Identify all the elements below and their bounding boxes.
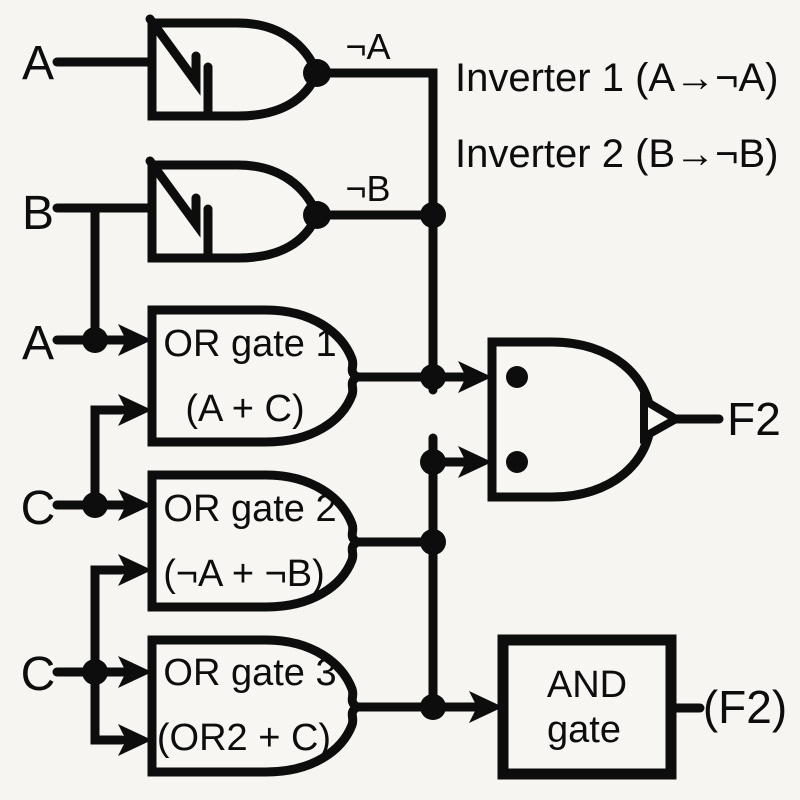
or-gate-1-body bbox=[147, 305, 366, 447]
wire-nota-bus bbox=[312, 68, 438, 395]
junction-or2-out bbox=[420, 529, 446, 555]
arrow-or2-lower bbox=[118, 554, 152, 586]
arrowheads bbox=[118, 324, 503, 756]
junction-c1 bbox=[82, 492, 108, 518]
and-box-line2: gate bbox=[547, 709, 621, 751]
wire-c1-to-or1 bbox=[90, 405, 127, 510]
or-gate-3-title: OR gate 3 bbox=[163, 652, 336, 694]
junction-or3-out bbox=[420, 694, 446, 720]
inverter-1-diagonal bbox=[145, 14, 201, 96]
big-and-input-dot-2 bbox=[506, 451, 528, 473]
input-label-a2: A bbox=[22, 317, 54, 370]
or-gate-1-expr: (A + C) bbox=[185, 388, 304, 430]
arrow-c2-or3 bbox=[118, 656, 152, 688]
and-box-gate: AND gate bbox=[497, 634, 677, 780]
label-not-a: ¬A bbox=[345, 26, 390, 67]
or-gate-3: OR gate 3 (OR2 + C) bbox=[147, 635, 366, 777]
arrow-bigand-in1 bbox=[458, 361, 492, 393]
or-gate-2: OR gate 2 (¬A + ¬B) bbox=[147, 470, 366, 612]
wires bbox=[52, 57, 724, 745]
arrow-c1-or2 bbox=[118, 489, 152, 521]
output-label-f2: F2 bbox=[727, 393, 781, 445]
inverter-2-gate bbox=[145, 156, 331, 263]
or-gate-1: OR gate 1 (A + C) bbox=[147, 305, 366, 447]
junction-c2 bbox=[82, 659, 108, 685]
junction-dots bbox=[82, 202, 446, 720]
arrow-c-or1 bbox=[118, 394, 152, 426]
junction-or1-out bbox=[420, 364, 446, 390]
big-and-input-dot-1 bbox=[506, 366, 528, 388]
inverter-2-body bbox=[147, 160, 322, 263]
big-and-gate bbox=[487, 337, 684, 502]
inverter-1-body bbox=[147, 18, 322, 121]
input-label-c1: C bbox=[21, 482, 56, 535]
junction-a2 bbox=[82, 327, 108, 353]
arrow-bigand-in2 bbox=[458, 446, 492, 478]
or-gate-1-title: OR gate 1 bbox=[163, 323, 336, 365]
labels: A B A C C ¬A ¬B Inverter 1 (A→¬A) Invert… bbox=[21, 26, 788, 733]
or-gate-3-body bbox=[147, 635, 366, 777]
annotation-inverter-1: Inverter 1 (A→¬A) bbox=[455, 56, 778, 100]
annotation-inverter-2: Inverter 2 (B→¬B) bbox=[455, 132, 778, 176]
big-and-output-beak bbox=[640, 392, 684, 444]
junction-notb bbox=[420, 202, 446, 228]
or-gate-3-expr: (OR2 + C) bbox=[157, 717, 331, 759]
wire-c2-to-or3 bbox=[90, 667, 127, 745]
or-gate-2-expr: (¬A + ¬B) bbox=[163, 553, 325, 595]
junction-bigand-in2 bbox=[420, 449, 446, 475]
inverter-2-output-dot bbox=[303, 201, 331, 229]
arrow-a2-or1 bbox=[118, 324, 152, 356]
input-label-c2: C bbox=[21, 648, 56, 701]
inverter-1-output-dot bbox=[303, 59, 331, 87]
big-and-gate-body bbox=[487, 337, 656, 502]
output-label-f2-paren: (F2) bbox=[703, 681, 787, 733]
or-gate-2-body bbox=[147, 470, 366, 612]
inverter-1-gate bbox=[145, 14, 331, 121]
input-label-a1: A bbox=[22, 37, 54, 90]
inverter-2-diagonal bbox=[145, 156, 201, 238]
input-label-b: B bbox=[22, 187, 54, 240]
arrow-or3-lower bbox=[118, 724, 152, 756]
and-box-line1: AND bbox=[547, 664, 627, 706]
label-not-b: ¬B bbox=[345, 168, 390, 209]
or-gate-2-title: OR gate 2 bbox=[163, 488, 336, 530]
and-box-body bbox=[497, 634, 677, 780]
arrow-andbox-in bbox=[469, 691, 503, 723]
wire-c2-to-or2 bbox=[90, 565, 127, 677]
